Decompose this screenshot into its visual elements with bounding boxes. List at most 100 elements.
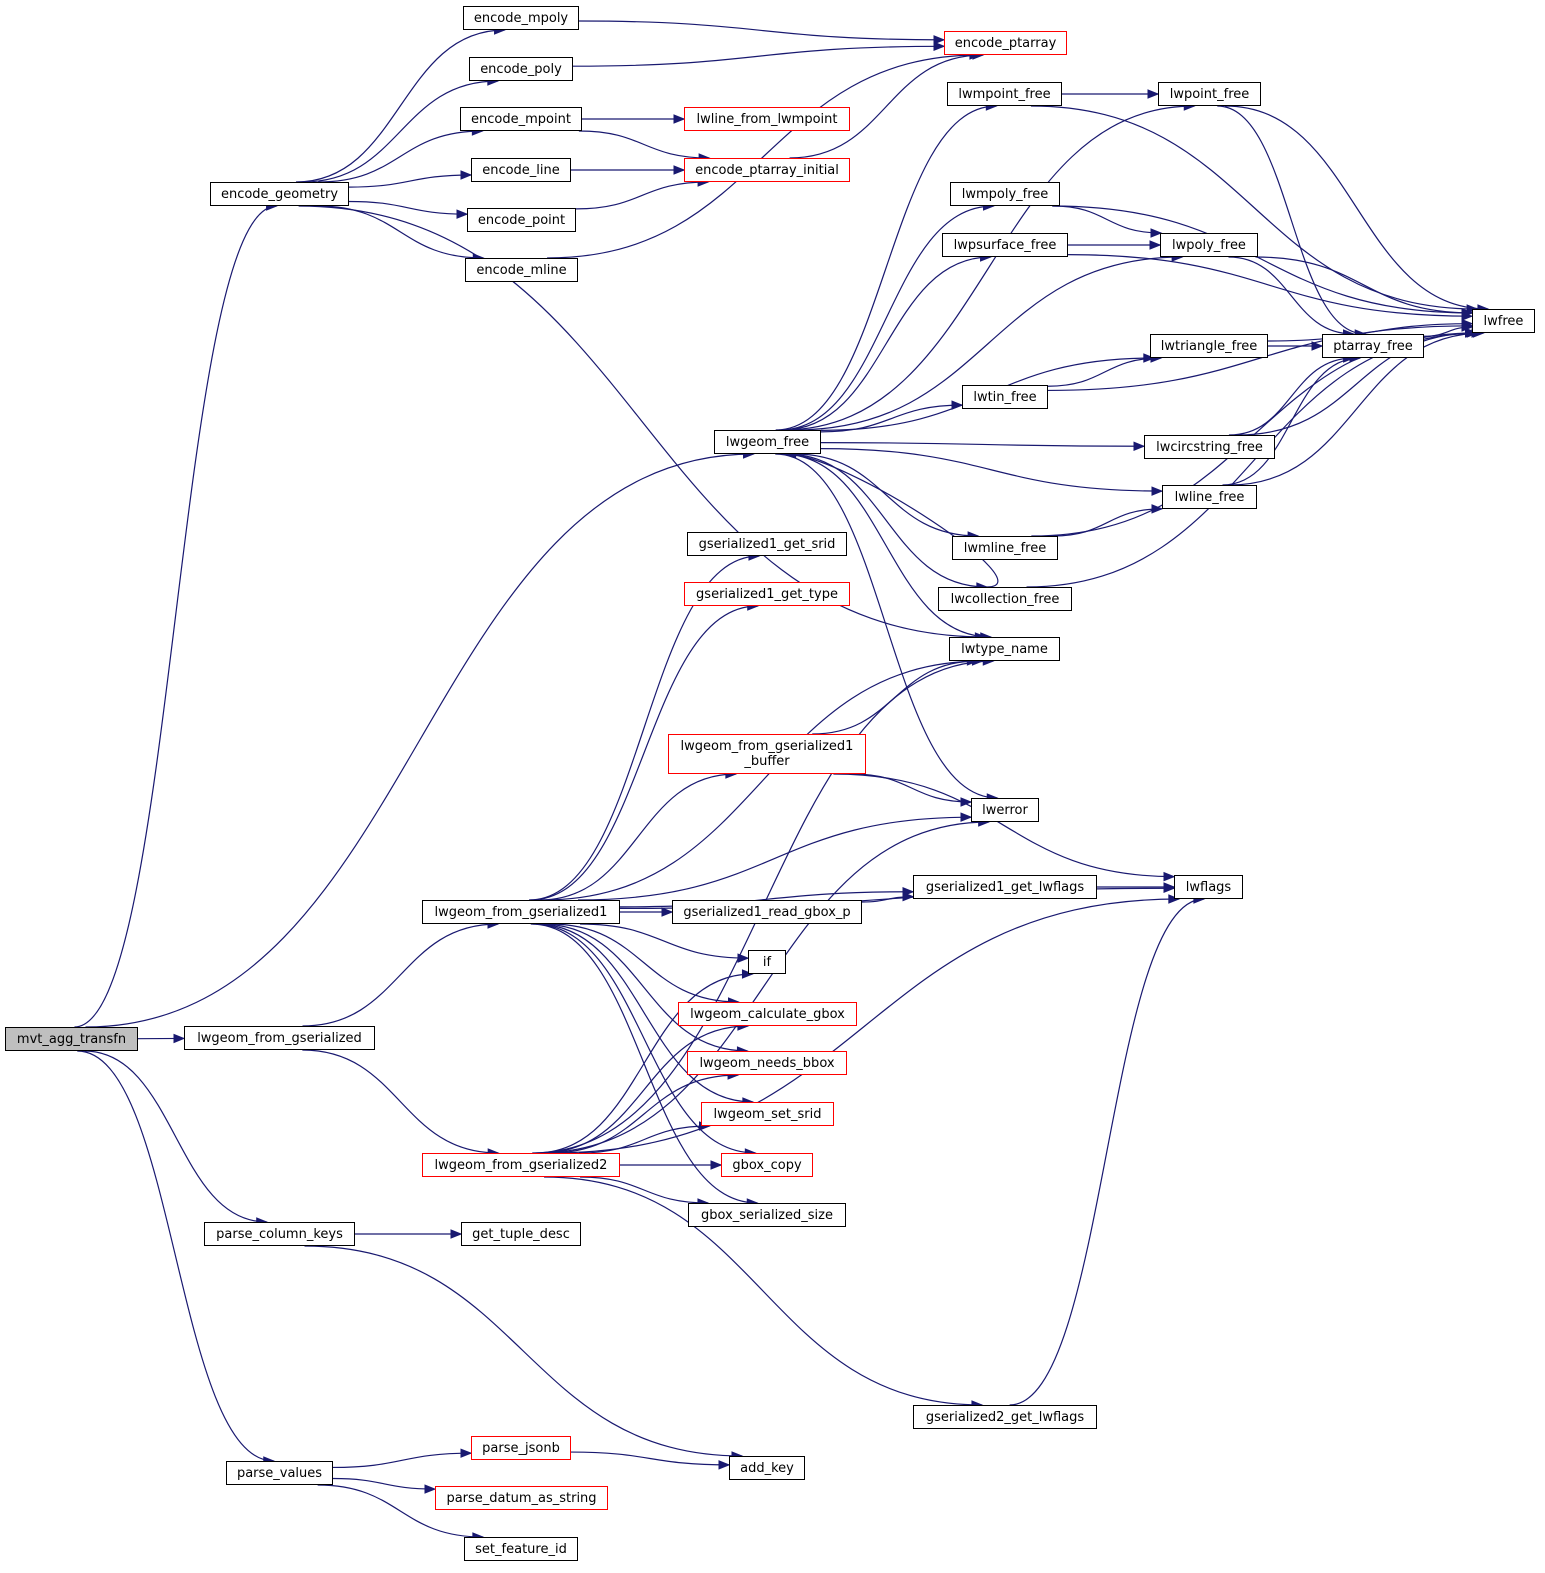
arrowhead [1151, 504, 1164, 514]
node-encode-mpoly[interactable]: encode_mpoly [463, 6, 579, 30]
node-lwgeom-from-gserialized1[interactable]: lwgeom_from_gserialized1 [422, 900, 620, 924]
arrowhead [1163, 871, 1176, 882]
edge-lwgeom-from-gserialized1-to-if [580, 923, 749, 959]
arrowhead [951, 400, 964, 410]
edge-lwgeom-free-to-lwtype-name [781, 453, 991, 638]
node-parse-datum-as-string[interactable]: parse_datum_as_string [435, 1486, 608, 1510]
node-lwmpoint-free[interactable]: lwmpoint_free [947, 82, 1062, 106]
node-lwtype-name[interactable]: lwtype_name [949, 637, 1060, 661]
node-gserialized1-get-type[interactable]: gserialized1_get_type [684, 582, 850, 606]
node-gbox-copy[interactable]: gbox_copy [721, 1153, 813, 1177]
arrowhead [460, 1448, 473, 1458]
arrowhead [673, 165, 686, 175]
edge-lwgeom-from-gserialized1-to-lwerror [577, 816, 972, 901]
node-lwgeom-set-srid[interactable]: lwgeom_set_srid [701, 1102, 834, 1126]
edge-parse-values-to-parse-jsonb [332, 1452, 472, 1469]
node-set-feature-id[interactable]: set_feature_id [464, 1537, 578, 1561]
edge-lwcollection-free-to-lwfree [1026, 332, 1482, 588]
node-lwpsurface-free[interactable]: lwpsurface_free [942, 233, 1068, 257]
edge-lwgeom-from-gserialized1-to-lwgeom-calculate-gbox [549, 923, 739, 1003]
edge-lwgeom-from-gserialized2-to-gbox-serialized-size [580, 1176, 708, 1204]
edge-lwgeom-free-to-lwpsurface-free [781, 256, 991, 431]
edge-lwgeom-from-gserialized1-to-lwtype-name [543, 660, 983, 901]
node-gserialized1-get-srid[interactable]: gserialized1_get_srid [687, 532, 847, 556]
node-parse-jsonb[interactable]: parse_jsonb [471, 1436, 571, 1460]
node-lwgeom-from-gserialized1-buffer[interactable]: lwgeom_from_gserialized1 _buffer [668, 734, 866, 774]
edge-lwmpoint-free-to-lwfree [1030, 105, 1478, 310]
edge-mvt-agg-transfn-to-lwgeom-free [85, 453, 754, 1028]
arrowhead [1150, 228, 1163, 238]
node-encode-poly[interactable]: encode_poly [469, 57, 573, 81]
edge-lwgeom-free-to-lwcircstring-free [820, 442, 1145, 447]
arrowhead [1147, 89, 1160, 99]
edge-lwgeom-from-gserialized2-to-if [535, 973, 753, 1154]
edge-lwgeom-free-to-lwline-free [820, 448, 1163, 492]
node-lwflags[interactable]: lwflags [1174, 875, 1243, 899]
node-encode-point[interactable]: encode_point [467, 208, 576, 232]
node-lwtin-free[interactable]: lwtin_free [962, 385, 1048, 409]
node-lwgeom-free[interactable]: lwgeom_free [714, 430, 821, 454]
node-encode-mline[interactable]: encode_mline [465, 258, 578, 282]
node-if[interactable]: if [748, 950, 786, 974]
edge-parse-values-to-set-feature-id [317, 1484, 483, 1538]
edge-lwgeom-from-gserialized1-to-gbox-copy [532, 923, 756, 1154]
edge-lwgeom-free-to-lwerror [775, 453, 998, 799]
node-encode-line[interactable]: encode_line [471, 158, 571, 182]
edge-parse-jsonb-to-add-key [570, 1451, 730, 1466]
node-lwgeom-from-gserialized2[interactable]: lwgeom_from_gserialized2 [422, 1153, 620, 1177]
node-lwcollection-free[interactable]: lwcollection_free [938, 587, 1072, 611]
edge-lwgeom-free-to-lwpoint-free [782, 105, 1195, 431]
node-lwgeom-calculate-gbox[interactable]: lwgeom_calculate_gbox [678, 1002, 857, 1026]
edge-lwgeom-from-gserialized2-to-lwgeom-set-srid [578, 1125, 710, 1154]
node-lwline-free[interactable]: lwline_free [1162, 485, 1257, 509]
arrowhead [1311, 341, 1324, 351]
arrowhead [718, 1460, 731, 1470]
edge-lwmpoly-free-to-lwfree [1052, 205, 1473, 314]
edge-encode-geometry-to-encode-mpoly [295, 29, 505, 183]
edge-encode-mpoint-to-encode-ptarray-initial [578, 130, 710, 159]
node-lwcircstring-free[interactable]: lwcircstring_free [1144, 435, 1275, 459]
node-lwgeom-needs-bbox[interactable]: lwgeom_needs_bbox [687, 1051, 847, 1075]
arrowhead [1149, 240, 1162, 250]
arrowhead [1133, 441, 1146, 451]
node-gserialized2-get-lwflags[interactable]: gserialized2_get_lwflags [913, 1405, 1097, 1429]
edge-encode-geometry-to-lwtype-name [298, 205, 986, 638]
edge-lwgeom-from-gserialized1-to-lwgeom-needs-bbox [540, 923, 748, 1052]
node-add-key[interactable]: add_key [729, 1456, 805, 1480]
edge-lwtin-free-to-lwtriangle-free [1047, 357, 1162, 387]
edge-mvt-agg-transfn-to-parse-values [77, 1050, 274, 1462]
node-ptarray-free[interactable]: ptarray_free [1322, 334, 1424, 358]
node-lwtriangle-free[interactable]: lwtriangle_free [1150, 334, 1268, 358]
node-lwpoly-free[interactable]: lwpoly_free [1160, 233, 1258, 257]
arrowhead [1168, 894, 1181, 904]
node-lwmline-free[interactable]: lwmline_free [952, 536, 1058, 560]
node-lwerror[interactable]: lwerror [971, 798, 1039, 822]
node-lwgeom-from-gserialized[interactable]: lwgeom_from_gserialized [184, 1026, 375, 1050]
node-parse-values[interactable]: parse_values [226, 1461, 333, 1485]
edge-lwline-free-to-lwfree [1229, 332, 1484, 486]
node-encode-ptarray[interactable]: encode_ptarray [944, 31, 1067, 55]
node-lwfree[interactable]: lwfree [1472, 309, 1535, 333]
node-encode-mpoint[interactable]: encode_mpoint [460, 107, 582, 131]
node-lwmpoly-free[interactable]: lwmpoly_free [950, 182, 1060, 206]
arrowhead [460, 170, 473, 180]
node-gserialized1-get-lwflags[interactable]: gserialized1_get_lwflags [913, 875, 1097, 899]
node-encode-ptarray-initial[interactable]: encode_ptarray_initial [684, 158, 850, 182]
arrowhead [710, 1160, 723, 1170]
edge-lwgeom-from-gserialized2-to-lwgeom-calculate-gbox [540, 1025, 748, 1154]
edge-lwcircstring-free-to-ptarray-free [1228, 357, 1354, 436]
edge-lwgeom-from-gserialized1-to-lwgeom-from-gserialized1-buffer [539, 773, 736, 901]
edge-lwpsurface-free-to-lwfree [1067, 254, 1473, 317]
node-lwline-from-lwmpoint[interactable]: lwline_from_lwmpoint [684, 107, 850, 131]
node-encode-geometry[interactable]: encode_geometry [210, 182, 349, 206]
node-mvt-agg-transfn[interactable]: mvt_agg_transfn [5, 1027, 138, 1051]
edge-encode-geometry-to-encode-poly [302, 80, 498, 183]
node-gbox-serialized-size[interactable]: gbox_serialized_size [688, 1203, 846, 1227]
node-get-tuple-desc[interactable]: get_tuple_desc [461, 1222, 581, 1246]
node-lwpoint-free[interactable]: lwpoint_free [1158, 82, 1261, 106]
node-gserialized1-read-gbox-p[interactable]: gserialized1_read_gbox_p [672, 900, 862, 924]
arrowhead [450, 1229, 463, 1239]
node-parse-column-keys[interactable]: parse_column_keys [204, 1222, 355, 1246]
edge-encode-geometry-to-encode-mpoint [318, 130, 483, 183]
